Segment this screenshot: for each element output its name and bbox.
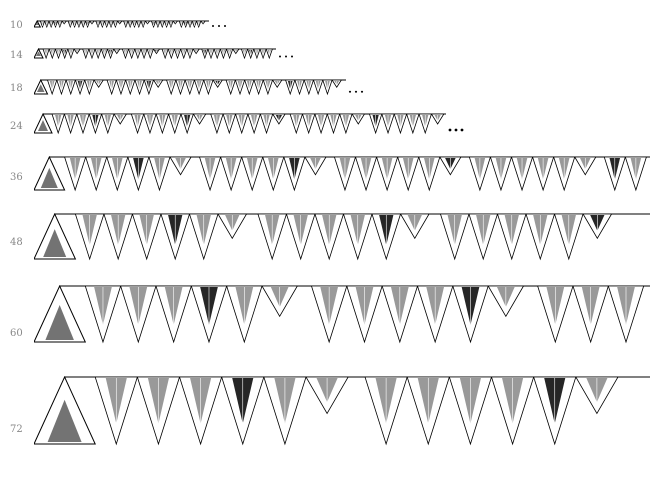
ellipsis-dot (279, 55, 281, 58)
sample-text-60 (34, 285, 650, 344)
ellipsis-dot (212, 24, 214, 27)
ellipsis-dot (448, 128, 452, 132)
ellipsis-dot (348, 90, 352, 93)
sample-text-18 (34, 79, 366, 96)
ellipsis-dot (218, 24, 220, 27)
size-label-14: 14 (10, 50, 23, 61)
size-label-36: 36 (10, 172, 23, 183)
ellipsis-dot (460, 128, 464, 132)
sample-text-72 (34, 376, 650, 446)
ellipsis-dot (285, 55, 287, 58)
size-label-10: 10 (10, 20, 23, 31)
sample-text-10 (34, 20, 229, 29)
size-label-48: 48 (10, 237, 23, 248)
size-label-60: 60 (10, 328, 23, 339)
size-label-24: 24 (10, 121, 23, 132)
size-label-72: 72 (10, 424, 23, 435)
size-label-18: 18 (10, 83, 23, 94)
sample-text-36 (34, 156, 650, 192)
ellipsis-dot (454, 128, 458, 132)
sample-text-14 (34, 48, 296, 60)
ellipsis-dot (360, 90, 364, 93)
sample-text-48 (34, 213, 650, 261)
sample-text-24 (34, 113, 466, 135)
ellipsis-dot (291, 55, 293, 58)
ellipsis-dot (354, 90, 358, 93)
ellipsis-dot (224, 24, 226, 27)
